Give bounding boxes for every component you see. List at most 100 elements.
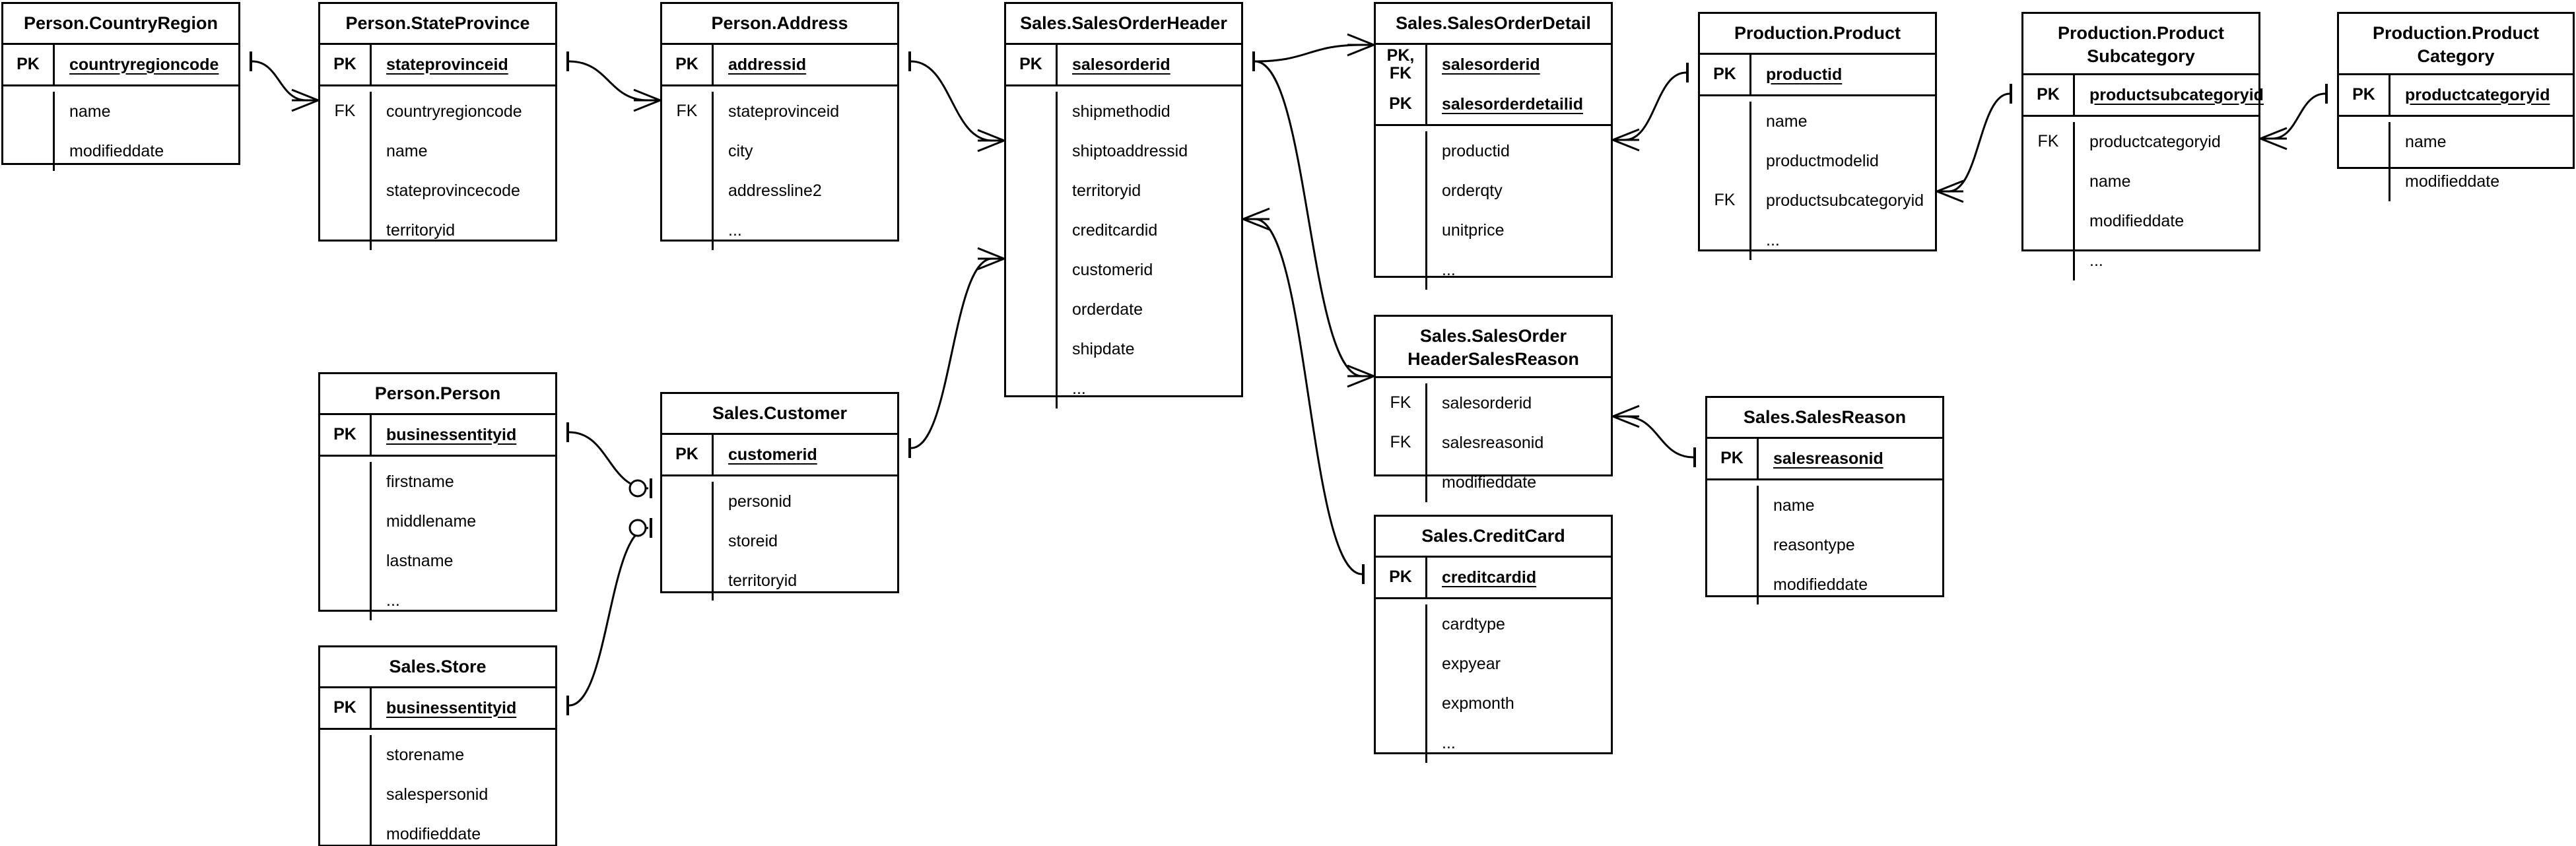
attribute-row: shipmethodid — [1006, 92, 1241, 131]
entity-title: Production.Product Category — [2339, 14, 2573, 75]
key-marker — [1700, 220, 1751, 260]
attribute-name: orderdate — [1072, 300, 1143, 319]
primary-key-name: addressid — [728, 55, 807, 74]
key-marker: PK, FK — [1376, 45, 1427, 84]
attribute-name: customerid — [1072, 260, 1153, 279]
attribute-name: ... — [1442, 260, 1456, 279]
key-marker: PK — [1006, 45, 1058, 84]
attribute-row: shiptoaddressid — [1006, 131, 1241, 171]
attribute-name: orderqty — [1442, 181, 1503, 200]
key-marker — [1707, 486, 1759, 525]
attribute-name: shipdate — [1072, 339, 1135, 358]
entity-title: Sales.Store — [320, 647, 555, 688]
attribute-row: name — [1707, 486, 1942, 525]
key-marker: FK — [2023, 122, 2075, 162]
attribute-name: ... — [728, 220, 742, 240]
key-marker: PK — [1376, 558, 1427, 597]
attribute-name: countryregioncode — [386, 102, 522, 121]
attribute-name: expyear — [1442, 654, 1501, 673]
key-marker — [2339, 122, 2390, 162]
key-marker: PK — [2023, 75, 2075, 115]
attribute-name: modifieddate — [1442, 472, 1537, 492]
key-marker: FK — [662, 92, 714, 131]
entity-title: Person.Address — [662, 4, 897, 45]
attribute-row: expyear — [1376, 644, 1611, 684]
entity-title: Sales.CreditCard — [1376, 517, 1611, 558]
attribute-name: name — [2405, 132, 2447, 151]
key-marker — [1006, 211, 1058, 250]
attribute-name: territoryid — [728, 571, 797, 590]
entity-title: Sales.SalesReason — [1707, 398, 1942, 439]
attribute-name: name — [69, 102, 111, 121]
attribute-name: storename — [386, 745, 465, 764]
rel-stateprovince-address — [566, 51, 661, 112]
attribute-row: modifieddate — [1707, 565, 1942, 604]
attribute-name: firstname — [386, 472, 454, 491]
attribute-name: modifieddate — [1773, 575, 1868, 594]
attribute-row: ... — [320, 581, 555, 620]
key-marker: PK — [1707, 439, 1759, 478]
attribute-name: productcategoryid — [2089, 132, 2221, 151]
attribute-row: productmodelid — [1700, 141, 1935, 181]
attribute-row: storename — [320, 735, 555, 775]
attribute-name: name — [2089, 172, 2131, 191]
attribute-row: customerid — [1006, 250, 1241, 290]
key-marker: PK — [662, 435, 714, 474]
attribute-name: modifieddate — [386, 824, 481, 843]
attribute-row: storeid — [662, 521, 897, 561]
attribute-name: stateprovinceid — [728, 102, 840, 121]
attribute-name: city — [728, 141, 753, 160]
key-marker — [662, 131, 714, 171]
key-marker — [1376, 131, 1427, 171]
attribute-row: ... — [662, 211, 897, 250]
attribute-name: modifieddate — [2089, 211, 2185, 230]
attribute-name: name — [1773, 496, 1815, 515]
key-marker — [1700, 141, 1751, 181]
attribute-row: name — [320, 131, 555, 171]
attribute-row: FK productcategoryid — [2023, 122, 2258, 162]
rel-salesorderheader-salesorderdetail — [1252, 33, 1374, 71]
attribute-row: modifieddate — [320, 814, 555, 846]
rel-store-customer — [566, 518, 652, 715]
attribute-name: shiptoaddressid — [1072, 141, 1188, 160]
key-marker: FK — [320, 92, 372, 131]
key-marker — [1006, 92, 1058, 131]
key-marker: PK — [320, 45, 372, 84]
attribute-row: addressline2 — [662, 171, 897, 211]
key-marker — [1376, 644, 1427, 684]
key-marker — [320, 171, 372, 211]
primary-key-name: businessentityid — [386, 698, 517, 717]
entity-title: Sales.SalesOrder HeaderSalesReason — [1376, 317, 1611, 378]
key-marker — [2023, 241, 2075, 280]
key-marker: PK — [1700, 55, 1751, 94]
